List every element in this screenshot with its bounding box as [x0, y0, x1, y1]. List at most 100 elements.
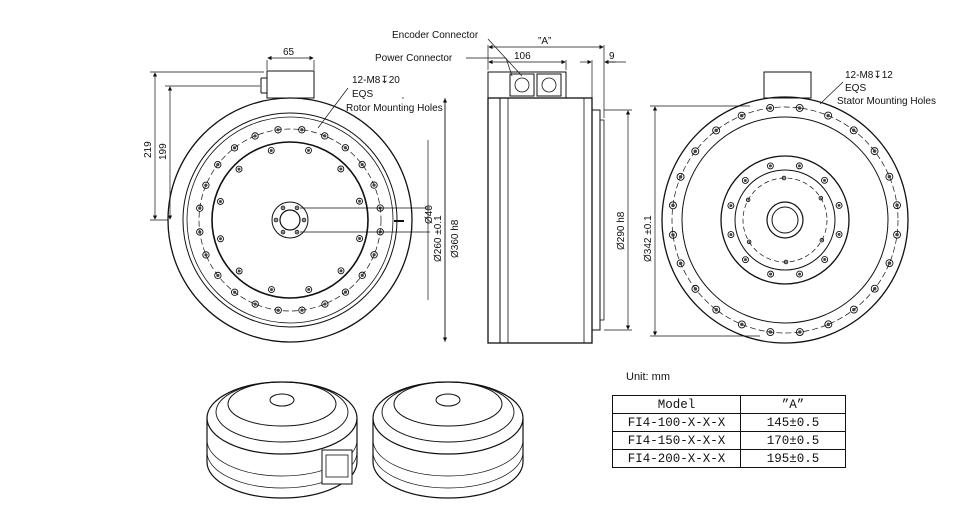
length-cell: 145±0.5	[740, 413, 846, 432]
rotor-outer-hole-center	[300, 308, 304, 312]
model-cell: FI4-200-X-X-X	[612, 449, 741, 468]
rotor-outer-hole	[298, 126, 306, 134]
rotor-pcd-hole	[268, 286, 275, 294]
rotor-outer-hole-center	[323, 302, 327, 306]
stator-outer-hole-center	[768, 106, 772, 110]
stator-outer-hole-center	[852, 307, 856, 312]
dim-rotor-pcd: Ø260 ±0.1	[433, 215, 444, 262]
stator-pcd-hole	[746, 239, 752, 245]
rotor-outer-hole-center	[204, 183, 208, 187]
stator-inner-holes	[727, 162, 843, 278]
table-row: FI4-200-X-X-X 195±0.5	[612, 449, 846, 468]
stator-outer-hole-center	[693, 287, 698, 291]
rotor-pcd-hole-center	[269, 288, 273, 292]
rotor-outer-hole	[251, 300, 259, 308]
rotor-front-view	[167, 70, 413, 343]
rotor-outer-hole	[358, 271, 366, 279]
stator-outer-hole-center	[851, 128, 856, 133]
dim-connector-span: 106	[514, 51, 531, 62]
stator-outer-hole-center	[714, 128, 718, 133]
dim-connector-width: 65	[283, 47, 295, 58]
rotor-center-hole-center	[275, 219, 277, 221]
model-cell: FI4-150-X-X-X	[612, 431, 741, 450]
rotor-center-hole	[280, 205, 286, 211]
stator-pcd-hole	[818, 195, 824, 201]
encoder-connector-label: Encoder Connector	[392, 30, 479, 41]
stator-inner-hole-center	[797, 164, 801, 168]
rotor-outer-hole-center	[198, 230, 202, 234]
rotor-pcd-hole	[305, 286, 313, 293]
dim-overall-height: 219	[143, 141, 154, 158]
rotor-pcd-hole	[356, 235, 364, 242]
rotor-center-hole	[294, 205, 300, 211]
rotor-outer-hole-center	[343, 146, 347, 150]
rotor-pcd-hole-center	[269, 148, 273, 152]
rotor-pcd-hole	[267, 147, 275, 154]
rotor-outer-hole-center	[276, 308, 280, 312]
rotor-outer-hole	[251, 132, 259, 140]
stator-outer-hole-center	[740, 322, 744, 327]
stator-outer-hole-center	[671, 233, 675, 237]
stator-front-view	[661, 71, 909, 344]
header-A: ”A”	[740, 395, 846, 414]
rotor-center-hole-center	[282, 206, 284, 209]
rotor-outer-hole-center	[253, 134, 257, 138]
stator-outer-hole	[885, 259, 894, 268]
stator-outer-hole-center	[826, 322, 831, 327]
rotor-pcd-hole	[235, 165, 243, 173]
rotor-pcd-hole	[216, 198, 224, 205]
isometric-view-with-connector	[206, 381, 358, 499]
stator-outer-hole	[766, 104, 775, 112]
rotor-holes-spec: 12-M8↧20	[352, 75, 400, 86]
stator-outer-hole	[669, 201, 677, 210]
rotor-pcd-hole	[337, 165, 345, 173]
stator-outer-hole	[849, 305, 858, 314]
stator-outer-hole	[870, 284, 879, 293]
length-cell: 195±0.5	[740, 449, 846, 468]
stator-outer-hole-center	[797, 106, 802, 110]
rotor-pcd-hole-center	[339, 167, 343, 171]
model-cell: FI4-100-X-X-X	[612, 413, 741, 432]
stator-pcd-hole-center	[747, 198, 750, 201]
rotor-pcd-hole-center	[339, 269, 343, 273]
stator-outer-hole-center	[678, 261, 683, 266]
stator-outer-hole	[766, 328, 775, 336]
stator-inner-hole-center	[769, 272, 773, 276]
rotor-outer-hole	[202, 181, 210, 189]
rotor-pcd-hole-center	[218, 237, 222, 241]
dim-pilot-diameter: Ø290 h8	[616, 211, 627, 250]
stator-outer-hole-center	[872, 286, 877, 291]
rotor-pcd-hole	[217, 235, 224, 243]
stator-outer-hole	[712, 305, 721, 314]
stator-inner-hole	[727, 231, 735, 239]
rotor-eqs: EQS	[352, 89, 373, 100]
stator-inner-hole	[821, 176, 828, 184]
stator-pcd-hole	[819, 237, 825, 243]
dim-bore-diameter: Ø40	[424, 205, 435, 224]
rotor-outer-hole-center	[198, 206, 202, 210]
stator-inner-hole	[821, 256, 829, 263]
rotor-pcd-hole	[235, 267, 243, 275]
rotor-outer-hole-center	[216, 273, 220, 278]
stator-outer-hole	[885, 172, 894, 181]
rotor-outer-hole	[341, 144, 349, 152]
rotor-pcd-hole-center	[237, 269, 241, 273]
stator-outer-hole	[691, 284, 700, 293]
stator-inner-hole-center	[837, 232, 841, 236]
stator-pcd-hole	[745, 197, 751, 203]
rotor-outer-hole	[214, 271, 222, 280]
dim-center-height: 199	[158, 143, 169, 160]
rotor-center-hole	[273, 217, 279, 223]
stator-inner-hole	[835, 201, 843, 209]
rotor-pcd-hole-center	[218, 199, 222, 203]
rotor-pcd-hole	[305, 146, 312, 154]
stator-outer-hole-center	[887, 261, 892, 265]
stator-outer-hole	[737, 111, 746, 120]
stator-outer-hole	[676, 259, 685, 268]
stator-inner-hole-center	[743, 178, 747, 182]
rotor-outer-hole	[196, 228, 204, 236]
rotor-center-hole	[294, 229, 300, 235]
stator-outer-hole	[893, 230, 901, 239]
stator-inner-hole	[727, 202, 735, 210]
